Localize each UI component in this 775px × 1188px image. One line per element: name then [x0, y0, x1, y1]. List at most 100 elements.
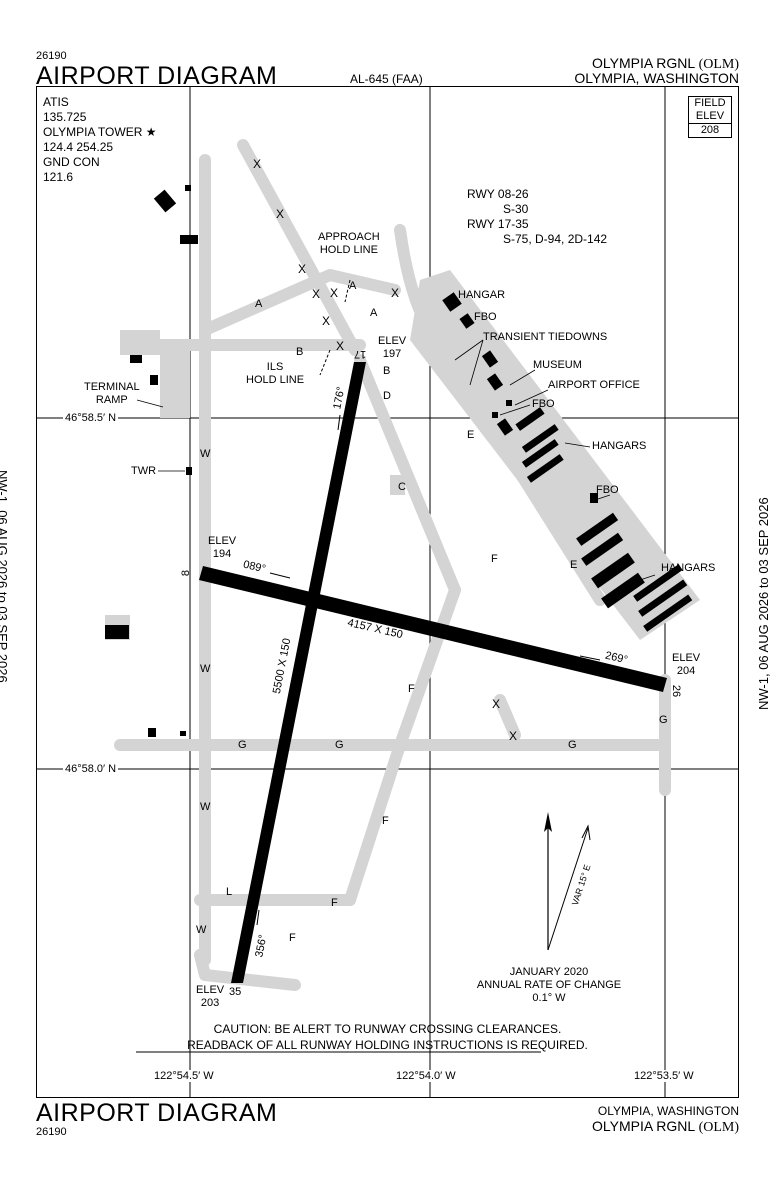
- airport-office-label: AIRPORT OFFICE: [548, 379, 640, 391]
- city-state-header: OLYMPIA, WASHINGTON: [574, 70, 739, 86]
- chart-id: 26190: [36, 50, 67, 62]
- airport-code: (OLM): [698, 57, 739, 72]
- gnd-freq: 121.6: [43, 170, 74, 184]
- field-elevation-box: FIELD ELEV 208: [688, 96, 732, 138]
- hangar-east-1: [576, 512, 619, 546]
- fbo-building-south: [492, 412, 498, 418]
- taxiway-label-a-2: A: [349, 280, 357, 292]
- tower-label: OLYMPIA TOWER ★: [43, 125, 157, 139]
- x-mark: X: [253, 157, 261, 171]
- mag-date: JANUARY 2020: [509, 966, 589, 978]
- building-g-1: [148, 728, 156, 737]
- arrow-269: [579, 655, 601, 661]
- building-nw-2: [180, 235, 198, 244]
- atis-freq: 135.725: [43, 110, 87, 124]
- heading-arrows: [256, 414, 601, 926]
- rwy2-id: RWY 17-35: [467, 217, 529, 231]
- runway-08-26: [199, 566, 667, 692]
- fbo-building-north: [459, 313, 475, 329]
- taxiway-c-pad: [390, 475, 405, 495]
- x-mark: X: [330, 286, 338, 300]
- elev-value: 194: [212, 548, 232, 560]
- x-mark: X: [391, 286, 399, 300]
- hangars-label-north: HANGARS: [592, 440, 647, 452]
- buildings: [105, 185, 693, 737]
- elev-r8: ELEV 194: [208, 535, 236, 561]
- elev-value: 204: [676, 665, 696, 677]
- mag-variation-block: JANUARY 2020 ANNUAL RATE OF CHANGE 0.1° …: [469, 966, 629, 1005]
- east-ramp: [410, 270, 700, 640]
- taxiway-label-g: G: [238, 739, 247, 751]
- transient-tiedowns-label: TRANSIENT TIEDOWNS: [483, 331, 608, 343]
- fbo-label-north: FBO: [474, 311, 497, 323]
- taxiway-f: [344, 584, 461, 906]
- lat-label-1: 46°58.5′ N: [63, 412, 119, 424]
- hangar-row-3: [521, 424, 559, 453]
- arrow-089: [269, 572, 291, 579]
- approach-hold-text-2: HOLD LINE: [319, 244, 378, 256]
- gnd-label: GND CON: [43, 155, 100, 169]
- transient-leader-2: [469, 339, 484, 386]
- taxiway-label-e: E: [467, 429, 475, 441]
- building-west: [105, 625, 129, 639]
- mag-north-head: [581, 824, 591, 841]
- comms-block: ATIS 135.725 OLYMPIA TOWER ★ 124.4 254.2…: [43, 95, 156, 185]
- footer-title: AIRPORT DIAGRAM: [36, 1099, 278, 1127]
- rwy1-strength: S-30: [503, 202, 529, 216]
- x-mark: X: [312, 287, 320, 301]
- footer-airport-code: (OLM): [698, 1120, 739, 1135]
- taxiway-label-g-4: G: [659, 714, 668, 726]
- arrow-176: [337, 414, 341, 431]
- museum-building-1: [481, 350, 499, 368]
- x-mark: X: [336, 339, 344, 353]
- twr-label: TWR: [131, 465, 157, 477]
- runway-info: RWY 08-26 S-30 RWY 17-35 S-75, D-94, 2D-…: [467, 187, 607, 247]
- footer-chart-id: 26190: [36, 1126, 67, 1138]
- elev-r35: ELEV 203: [196, 984, 224, 1010]
- field-elev-value: 208: [689, 123, 731, 137]
- hangar-row-4: [521, 439, 559, 468]
- terminal-ramp: [160, 340, 190, 418]
- runway-26-label: 26: [670, 684, 683, 698]
- museum-leader: [509, 369, 536, 386]
- hangar-row-2: [515, 407, 545, 431]
- mag-north-line: [547, 827, 589, 951]
- hangar-building: [442, 292, 462, 312]
- building-nw-1: [153, 189, 177, 213]
- lon-label-1: 122°54.5′ W: [154, 1070, 214, 1082]
- taxiways: [114, 139, 671, 991]
- elev-value: 197: [382, 348, 402, 360]
- airport-office-building: [506, 400, 512, 406]
- tower-freq: 124.4 254.25: [43, 140, 114, 154]
- leader-lines: [136, 339, 656, 581]
- office-leader: [514, 389, 549, 406]
- taxiway-label-f-4: F: [331, 897, 338, 909]
- runway-35-label: 35: [229, 986, 242, 998]
- elev-value: 203: [200, 997, 220, 1009]
- hangar-east-5: [633, 564, 683, 602]
- taxiway-label-a-3: A: [370, 307, 378, 319]
- taxiway-label-w-3: W: [200, 801, 211, 813]
- approach-hold-leader: [344, 279, 351, 303]
- runway-17-label: 17: [354, 348, 367, 360]
- caution-line-2: READBACK OF ALL RUNWAY HOLDING INSTRUCTI…: [187, 1038, 588, 1052]
- taxiway-label-f-2: F: [408, 683, 415, 695]
- hangars-east-leader: [639, 574, 656, 581]
- airport-name: OLYMPIA RGNL: [591, 55, 695, 71]
- footer-city-state: OLYMPIA, WASHINGTON: [597, 1104, 739, 1118]
- building-terminal-1: [130, 355, 142, 363]
- taxiway-d: [354, 354, 461, 596]
- taxiway-label-f-3: F: [382, 815, 389, 827]
- taxiway-label-b-2: B: [383, 365, 391, 377]
- mag-rate: 0.1° W: [532, 992, 566, 1004]
- elev-label: ELEV: [208, 535, 237, 547]
- ils-hold-label: ILS HOLD LINE: [246, 361, 304, 387]
- terminal-leader: [136, 399, 164, 408]
- ils-hold-leader: [319, 349, 331, 376]
- taxiway-x-stub: [494, 694, 521, 741]
- taxiway-a-west: [199, 269, 401, 336]
- procedure-id: AL-645 (FAA): [350, 72, 423, 86]
- atis-label: ATIS: [43, 95, 69, 109]
- diagram-frame: [36, 86, 739, 1098]
- taxiway-label-w: W: [200, 448, 211, 460]
